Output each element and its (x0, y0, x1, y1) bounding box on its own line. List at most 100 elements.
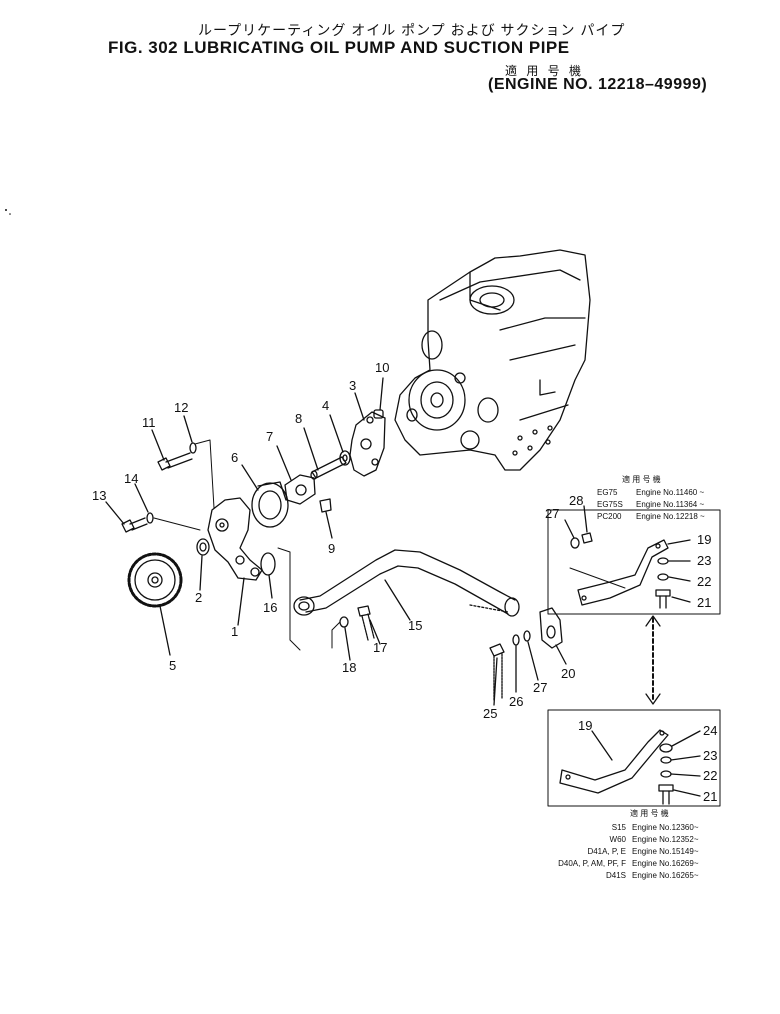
part-28-nut (581, 532, 593, 544)
leader-18 (344, 627, 351, 661)
part-24-washer (659, 743, 673, 753)
callout-19-lower: 19 (578, 718, 592, 733)
upper-table-engine-2: Engine No.11364 ~ (636, 500, 704, 509)
part-13-bolt (121, 517, 148, 533)
callout-22-lower: 22 (703, 768, 717, 783)
part-7-inner-rotor (284, 474, 316, 505)
part-15-suction-pipe (293, 549, 520, 617)
part-25-bolt (489, 643, 505, 701)
upper-table-header: 適 用 号 機 (622, 474, 661, 484)
upper-table-model-2: EG75S (597, 500, 623, 509)
part-21-bolt-upper (655, 589, 671, 609)
part-12-washer (189, 442, 197, 454)
part-14-washer (146, 512, 154, 524)
part-19-bracket-upper (577, 539, 669, 606)
title-japanese: ループリケーティング オイル ポンプ および サクション パイプ (198, 22, 626, 38)
engine-block (394, 249, 591, 471)
lower-table-engine-1: Engine No.12360~ (632, 823, 699, 832)
guide-line-upper (569, 567, 626, 589)
callout-23-upper: 23 (697, 553, 711, 568)
lower-table-model-5: D41S (606, 871, 626, 880)
leader-5 (159, 605, 171, 656)
callout-7: 7 (266, 429, 273, 444)
callout-4: 4 (322, 398, 329, 413)
figure-title: FIG. 302 LUBRICATING OIL PUMP AND SUCTIO… (108, 38, 570, 57)
callout-26: 26 (509, 694, 523, 709)
part-9-pin (319, 498, 332, 513)
callout-5: 5 (169, 658, 176, 673)
speck (5, 209, 7, 211)
upper-table-model-1: EG75 (597, 488, 618, 497)
callout-21-upper: 21 (697, 595, 711, 610)
part-3-cover-plate (349, 411, 386, 477)
leader-13 (105, 501, 125, 525)
leader-19-lower (591, 730, 613, 761)
part-23-washer-lower (660, 756, 672, 764)
callout-27-lower: 27 (533, 680, 547, 695)
leader-23-lower (670, 755, 701, 761)
part-22-washer-upper (657, 573, 669, 581)
callout-13: 13 (92, 488, 106, 503)
variant-link-arrow (645, 615, 661, 705)
callout-9: 9 (328, 541, 335, 556)
part-26-washer (512, 634, 520, 646)
callout-3: 3 (349, 378, 356, 393)
callout-6: 6 (231, 450, 238, 465)
callout-28: 28 (569, 493, 583, 508)
leader-19-upper (667, 539, 691, 545)
part-27-washer (523, 630, 531, 642)
leader-15 (384, 579, 411, 621)
lower-table-engine-4: Engine No.16269~ (632, 859, 699, 868)
callout-14: 14 (124, 471, 138, 486)
upper-table-engine-1: Engine No.11460 ~ (636, 488, 704, 497)
leader-9 (325, 511, 333, 539)
lower-table-engine-2: Engine No.12352~ (632, 835, 699, 844)
upper-variant-frame (547, 509, 721, 615)
callout-12: 12 (174, 400, 188, 415)
lower-table-model-3: D41A, P, E (587, 847, 626, 856)
part-21-bolt-lower (658, 784, 674, 805)
callout-19-upper: 19 (697, 532, 711, 547)
lower-table-model-2: W60 (610, 835, 627, 844)
leader-4 (329, 414, 344, 453)
speck (9, 213, 11, 215)
leader-20 (555, 644, 567, 665)
leader-7 (276, 445, 292, 481)
callout-8: 8 (295, 411, 302, 426)
leader-22-upper (668, 576, 691, 582)
lower-variant-frame (547, 709, 721, 807)
part-23-washer-upper (657, 557, 669, 565)
leader-10 (379, 377, 384, 411)
leader-12 (183, 415, 193, 443)
part-10-dowel-pin (373, 409, 384, 419)
callout-27-upper: 27 (545, 506, 559, 521)
guide-line-14 (153, 517, 201, 531)
callout-25: 25 (483, 706, 497, 721)
lower-variant-assembly (559, 729, 674, 805)
applicable-label-japanese: 適 用 号 機 (505, 64, 585, 78)
callout-22-upper: 22 (697, 574, 711, 589)
leader-21-lower (673, 789, 701, 797)
leader-27-upper (564, 519, 575, 539)
lower-table-header: 適 用 号 機 (630, 808, 669, 818)
upper-table-model-3: PC200 (597, 512, 622, 521)
callout-18: 18 (342, 660, 356, 675)
leader-27-lower (527, 641, 539, 681)
leader-6 (241, 464, 259, 491)
part-18-washer (339, 616, 349, 628)
callout-21-lower: 21 (703, 789, 717, 804)
callout-2: 2 (195, 590, 202, 605)
part-11-bolt (157, 452, 193, 471)
lower-table-engine-5: Engine No.16265~ (632, 871, 699, 880)
leader-3 (354, 392, 365, 421)
callout-16: 16 (263, 600, 277, 615)
part-17-bolt (357, 605, 375, 641)
leader-11 (151, 429, 165, 461)
part-2-bushing (196, 538, 210, 556)
leader-21-upper (671, 596, 691, 603)
lower-table-engine-3: Engine No.15149~ (632, 847, 699, 856)
callout-20: 20 (561, 666, 575, 681)
lower-table-model-4: D40A, P, AM, PF, F (558, 859, 626, 868)
leader-22-lower (670, 773, 701, 777)
